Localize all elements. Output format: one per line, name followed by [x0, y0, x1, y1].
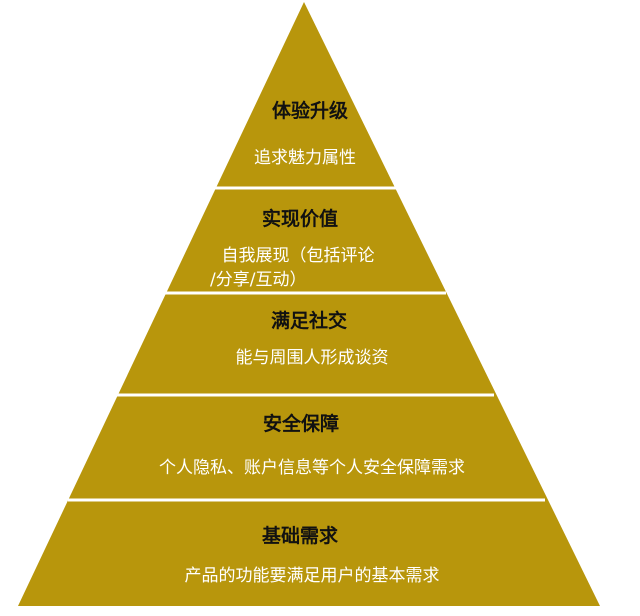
tier-5-description: 产品的功能要满足用户的基本需求 [185, 566, 440, 586]
tier-4-description: 个人隐私、账户信息等个人安全保障需求 [159, 458, 465, 478]
tier-1: 体验升级 追求魅力属性 [254, 99, 356, 168]
tier-3-description: 能与周围人形成谈资 [236, 348, 389, 368]
tier-5-title: 基础需求 [261, 524, 339, 547]
tier-separators [68, 186, 545, 502]
tier-3: 满足社交 能与周围人形成谈资 [236, 309, 389, 368]
pyramid-shape [18, 2, 600, 606]
tier-4: 安全保障 个人隐私、账户信息等个人安全保障需求 [159, 412, 465, 478]
tier-1-title: 体验升级 [272, 99, 348, 122]
tier-4-title: 安全保障 [263, 412, 339, 435]
tier-2-description-line2: /分享/互动） [210, 270, 306, 290]
tier-5: 基础需求 产品的功能要满足用户的基本需求 [185, 524, 440, 586]
tier-2-description: 自我展现（包括评论 [222, 246, 375, 266]
tier-2-title: 实现价值 [262, 207, 338, 230]
tier-1-description: 追求魅力属性 [254, 148, 356, 168]
tier-3-title: 满足社交 [271, 309, 347, 332]
tier-2: 实现价值 自我展现（包括评论 /分享/互动） [210, 207, 375, 290]
